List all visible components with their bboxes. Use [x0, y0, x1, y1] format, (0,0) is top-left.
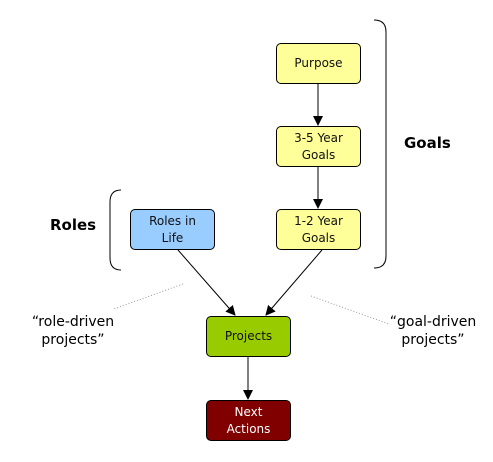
- goal-driven-annotation: “goal-driven projects”: [389, 314, 477, 348]
- purpose-node: Purpose: [276, 43, 361, 84]
- goals-group-label: Goals: [404, 134, 451, 152]
- roles-bracket: [109, 189, 122, 271]
- roles-in-life-node: Roles in Life: [130, 209, 215, 250]
- projects-node: Projects: [206, 316, 291, 357]
- arrow-1-2-goals-to-projects: [265, 249, 323, 316]
- arrow-roles-to-projects: [177, 249, 236, 316]
- goal-driven-leader: [310, 295, 390, 325]
- role-driven-annotation: “role-driven projects”: [31, 314, 115, 348]
- goals-bracket: [373, 19, 387, 269]
- next-actions-node: Next Actions: [206, 400, 291, 441]
- goals-3-5-year-node: 3-5 Year Goals: [276, 126, 361, 167]
- role-driven-leader: [113, 283, 184, 310]
- roles-group-label: Roles: [50, 216, 97, 234]
- goals-1-2-year-node: 1-2 Year Goals: [276, 209, 361, 250]
